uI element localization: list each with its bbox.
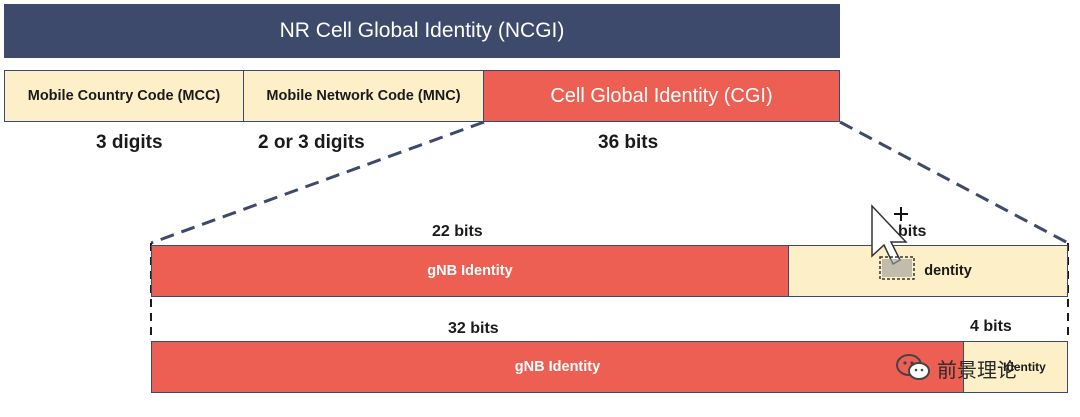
gnb-identity-label-b: gNB Identity bbox=[514, 359, 601, 375]
ncgi-label: NR Cell Global Identity (NCGI) bbox=[279, 19, 565, 42]
mnc-size-label: 2 or 3 digits bbox=[258, 132, 365, 153]
watermark: 前景理论 bbox=[895, 352, 1017, 384]
mcc-label: Mobile Country Code (MCC) bbox=[27, 88, 221, 104]
cell-identity-label-b: Identity bbox=[1003, 360, 1046, 374]
mcc-box: Mobile Country Code (MCC) bbox=[4, 70, 244, 122]
cgi-box: Cell Global Identity (CGI) bbox=[483, 70, 840, 122]
cgi-label: Cell Global Identity (CGI) bbox=[550, 84, 773, 107]
cell-bits-label-a: bits bbox=[898, 223, 927, 240]
cell-identity-box-b: Identity bbox=[963, 341, 1068, 393]
cell-identity-label-a: dentity bbox=[924, 263, 972, 279]
gnb-bits-label-a: 22 bits bbox=[432, 223, 483, 240]
ncgi-bar: NR Cell Global Identity (NCGI) bbox=[4, 4, 840, 58]
mnc-label: Mobile Network Code (MNC) bbox=[266, 88, 461, 104]
watermark-text: 前景理论 bbox=[937, 359, 1017, 382]
move-cursor-icon bbox=[871, 204, 915, 280]
gnb-identity-box-a: gNB Identity bbox=[151, 245, 789, 297]
gnb-identity-label-a: gNB Identity bbox=[427, 263, 513, 279]
cgi-size-label: 36 bits bbox=[598, 132, 659, 153]
wechat-icon bbox=[895, 352, 931, 384]
gnb-identity-box-b: gNB Identity bbox=[151, 341, 964, 393]
gnb-bits-label-b: 32 bits bbox=[448, 320, 499, 337]
cell-identity-box-a: dentity bbox=[788, 245, 1068, 297]
mnc-box: Mobile Network Code (MNC) bbox=[243, 70, 484, 122]
dashed-line-left bbox=[150, 120, 485, 245]
cell-bits-label-b: 4 bits bbox=[970, 318, 1012, 335]
mcc-size-label: 3 digits bbox=[96, 132, 163, 153]
